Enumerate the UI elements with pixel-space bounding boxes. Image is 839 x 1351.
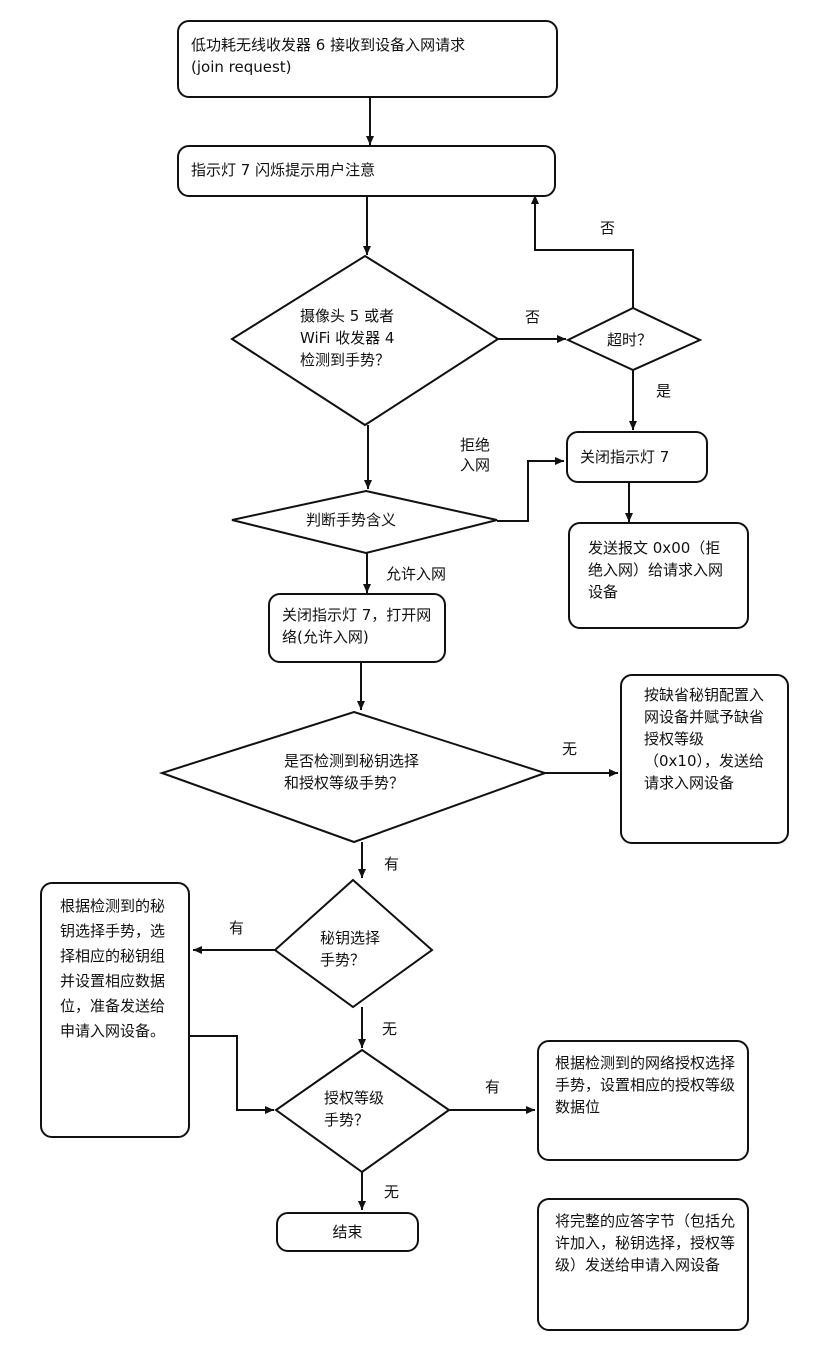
- key-select-action-box: 根据检测到的秘钥选择手势，选择相应的秘钥组并设置相应数据位，准备发送给申请入网设…: [40, 882, 190, 1138]
- label-timeout-yes: 是: [656, 382, 672, 400]
- led-blink-box: 指示灯 7 闪烁提示用户注意: [177, 145, 556, 197]
- close-led-reject-box: 关闭指示灯 7: [566, 431, 708, 483]
- key-auth-text: 是否检测到秘钥选择 和授权等级手势？: [284, 752, 420, 792]
- key-select-text: 秘钥选择 手势？: [320, 929, 381, 969]
- label-have-auth: 有: [485, 1078, 501, 1096]
- send-reject-box: 发送报文 0x00（拒绝入网）给请求入网设备: [568, 522, 749, 629]
- label-allow: 允许入网: [386, 565, 447, 583]
- label-none-default: 无: [562, 740, 578, 758]
- key-select-diamond: [273, 878, 434, 1009]
- label-have-key-auth: 有: [384, 855, 400, 873]
- label-no-to-timeout: 否: [525, 308, 541, 326]
- judge-gesture-text: 判断手势含义: [306, 511, 397, 529]
- label-no-key: 无: [382, 1020, 398, 1038]
- timeout-text: 超时？: [607, 331, 653, 349]
- label-reject: 拒绝 入网: [460, 436, 491, 474]
- join-request-box: 低功耗无线收发器 6 接收到设备入网请求 (join request): [177, 20, 558, 98]
- edge-timeout-back-to-blink: [531, 195, 634, 308]
- default-config-box: 按缺省秘钥配置入网设备并赋予缺省授权等级（0x10），发送给请求入网设备: [620, 674, 789, 844]
- open-network-box: 关闭指示灯 7，打开网络(允许入网): [268, 593, 446, 663]
- edge-key-action-to-auth: [190, 1035, 274, 1114]
- gesture-detected-diamond: [230, 254, 500, 427]
- send-response-box: 将完整的应答字节（包括允许加入，秘钥选择，授权等级）发送给申请入网设备: [537, 1198, 749, 1331]
- label-no-auth: 无: [384, 1183, 400, 1201]
- auth-level-action-box: 根据检测到的网络授权选择手势，设置相应的授权等级数据位: [537, 1040, 749, 1161]
- edge-judge-to-close-led: [497, 457, 564, 522]
- end-box: 结束: [276, 1212, 419, 1252]
- gesture-detected-text: 摄像头 5 或者 WiFi 收发器 4 检测到手势？: [300, 307, 395, 369]
- label-timeout-no: 否: [600, 219, 616, 237]
- key-auth-diamond: [158, 710, 549, 844]
- auth-level-text: 授权等级 手势？: [324, 1089, 385, 1129]
- label-have-key: 有: [229, 919, 245, 937]
